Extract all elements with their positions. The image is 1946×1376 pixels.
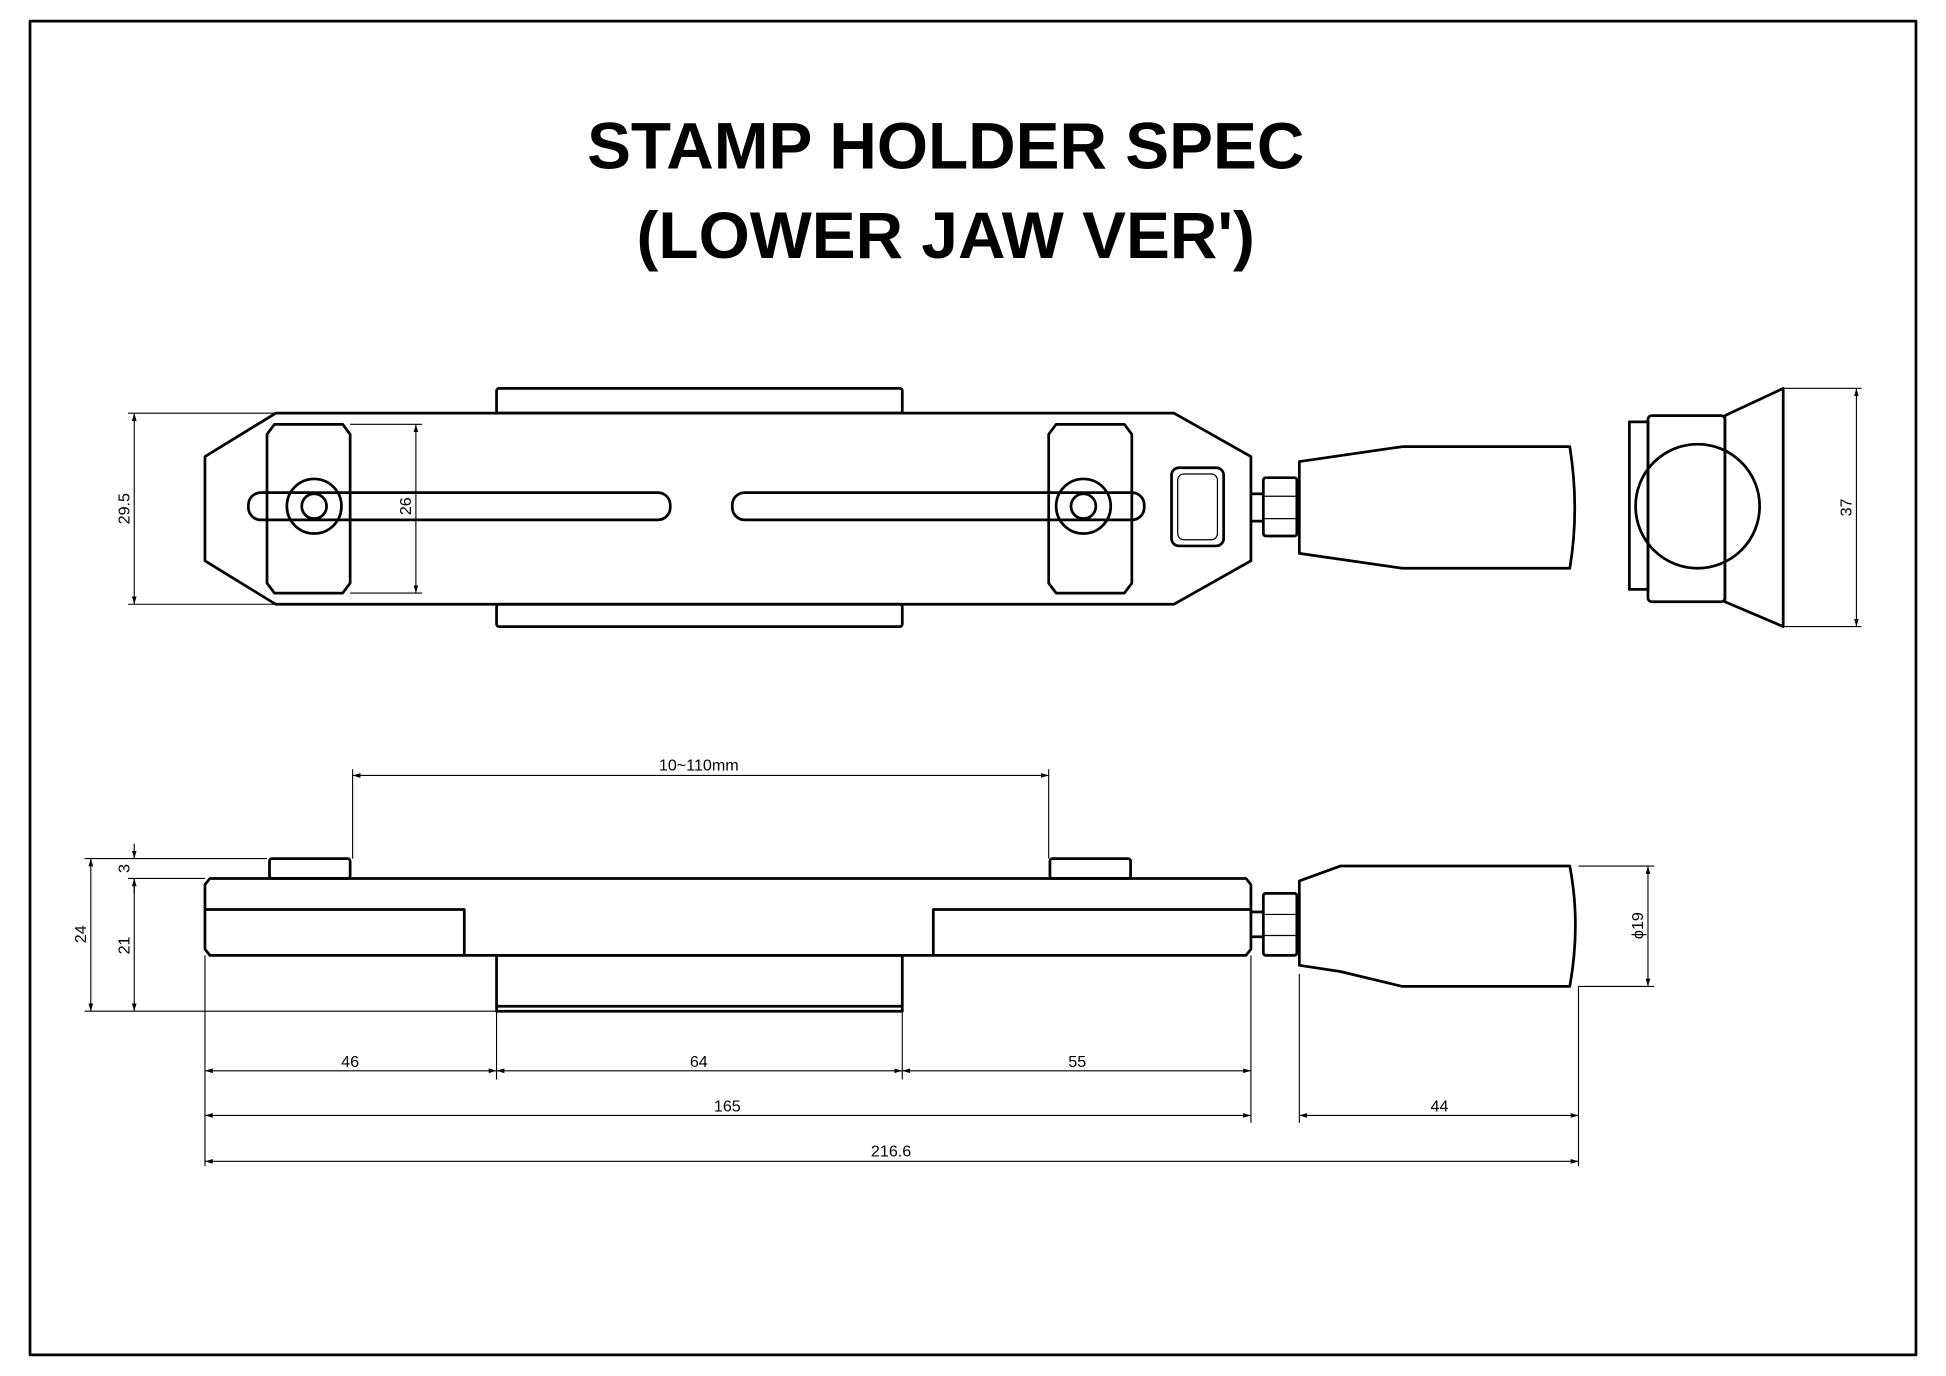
side-handle-circle: [1634, 442, 1762, 570]
slot-right: [730, 491, 1146, 522]
nut: [1261, 476, 1299, 538]
title-line-1: STAMP HOLDER SPEC: [587, 109, 1304, 183]
base-plate: [203, 411, 1253, 606]
bottom-tab: [495, 602, 904, 628]
side-view: 37: [1627, 386, 1862, 628]
top-tab: [495, 386, 904, 415]
dim-165: 165: [714, 1098, 741, 1116]
clamp-block-right: [1047, 422, 1134, 595]
washer-right: [1054, 477, 1113, 535]
washer-left: [285, 477, 343, 535]
dim-21: 21: [115, 936, 133, 954]
jaw-tab-left: [268, 857, 352, 880]
handle: [1297, 445, 1577, 570]
dim-24: 24: [72, 925, 90, 943]
bolt-right: [1069, 492, 1098, 521]
dim-29-5: 29.5: [115, 493, 133, 524]
front-view: 10~110mm 3 24 21 ϕ19 46 64 55 165 44 216…: [72, 757, 1655, 1167]
top-view: 29.5 26: [115, 386, 1577, 628]
clamp-block-left: [265, 422, 352, 595]
dim-phi-19: ϕ19: [1629, 912, 1647, 939]
slot-left: [247, 491, 672, 522]
dim-64: 64: [690, 1053, 708, 1071]
front-handle: [1297, 864, 1577, 988]
side-flare: [1723, 386, 1785, 628]
dim-37: 37: [1837, 498, 1855, 516]
dim-46: 46: [341, 1053, 359, 1071]
drawing-border: [28, 19, 1918, 1357]
front-nut: [1261, 891, 1299, 957]
front-lower-block: [495, 954, 904, 1013]
side-body: [1646, 414, 1727, 604]
bolt-left: [300, 492, 328, 521]
stop-block: [1170, 466, 1225, 548]
jaw-tab-right: [1048, 857, 1132, 880]
dim-216-6: 216.6: [871, 1142, 911, 1160]
dim-3: 3: [115, 864, 133, 873]
dim-26: 26: [397, 497, 415, 515]
dim-55: 55: [1068, 1053, 1086, 1071]
dim-range: 10~110mm: [659, 757, 739, 775]
title-line-2: (LOWER JAW VER'): [637, 198, 1255, 272]
dim-44: 44: [1431, 1098, 1449, 1116]
front-body: [203, 877, 1253, 957]
